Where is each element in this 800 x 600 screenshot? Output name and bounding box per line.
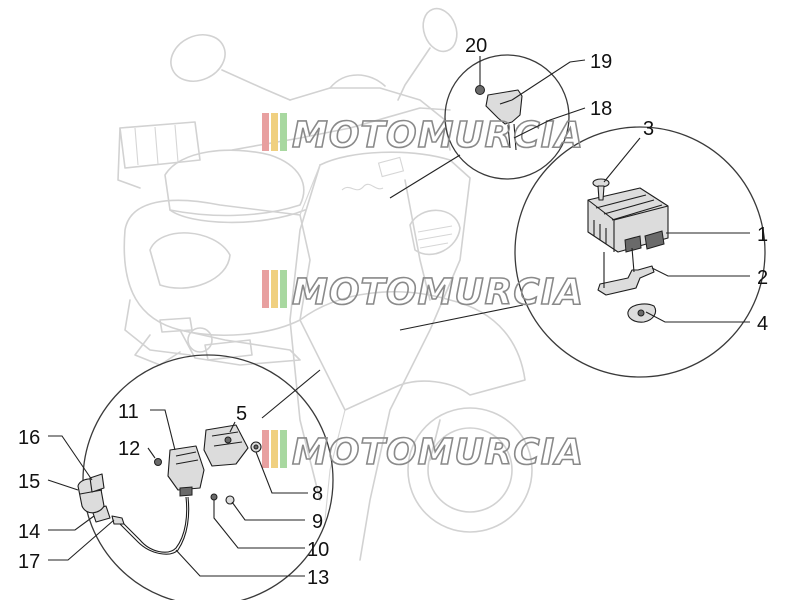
- callout-8: 8: [312, 483, 323, 505]
- callout-4: 4: [757, 313, 768, 335]
- part-screw-12: [154, 458, 162, 466]
- callout-17: 17: [18, 551, 40, 573]
- callout-16: 16: [18, 427, 40, 449]
- detail-circle-right: [399, 126, 766, 378]
- callout-13: 13: [307, 567, 329, 589]
- detail-circle-top: [389, 54, 570, 199]
- svg-text:MOTOMURCIA: MOTOMURCIA: [292, 272, 584, 313]
- watermark-1: MOTOMURCIA: [262, 113, 584, 157]
- callout-19: 19: [590, 51, 612, 73]
- watermark-stripe: [280, 270, 287, 308]
- watermark-stripe: [271, 430, 278, 468]
- part-bracket-top: [475, 85, 523, 151]
- scooter-outline: [117, 7, 533, 561]
- part-box-5: [203, 424, 249, 467]
- svg-text:MOTOMURCIA: MOTOMURCIA: [292, 432, 584, 473]
- watermark-stripe: [271, 270, 278, 308]
- watermark-stripe: [280, 113, 287, 151]
- watermark-stripe: [262, 270, 269, 308]
- callout-2: 2: [757, 267, 768, 289]
- part-washer-8: [250, 441, 262, 453]
- callout-11: 11: [118, 401, 139, 423]
- callout-18: 18: [590, 98, 612, 120]
- callout-14: 14: [18, 521, 40, 543]
- watermark-3: MOTOMURCIA: [262, 430, 584, 474]
- callout-15: 15: [18, 471, 40, 493]
- leader-lines: [47, 56, 750, 577]
- svg-text:MOTOMURCIA: MOTOMURCIA: [292, 115, 584, 156]
- callout-5: 5: [236, 403, 247, 425]
- callout-labels: 1 2 3 4 5 8 9 10 11 12 13 14 15 16 17 18…: [18, 35, 768, 589]
- part-ecu-11: [167, 445, 205, 497]
- callout-20: 20: [465, 35, 487, 57]
- part-plate-4: [627, 303, 657, 323]
- callout-9: 9: [312, 511, 323, 533]
- part-connector-17: [111, 515, 125, 525]
- part-cap-16: [89, 473, 105, 493]
- part-bracket-2: [597, 247, 655, 296]
- watermark-stripe: [262, 113, 269, 151]
- part-cable-13: [117, 496, 190, 555]
- watermark-2: MOTOMURCIA: [262, 270, 584, 314]
- callout-1: 1: [757, 224, 768, 246]
- part-voltage-regulator: [587, 187, 669, 253]
- part-screw-10: [210, 493, 218, 501]
- watermark-stripe: [262, 430, 269, 468]
- watermark-stripe: [280, 430, 287, 468]
- callout-12: 12: [118, 438, 140, 460]
- watermark-stripe: [271, 113, 278, 151]
- detail-circle-bottom: [82, 354, 334, 600]
- callout-10: 10: [307, 539, 329, 561]
- callout-3: 3: [643, 118, 654, 140]
